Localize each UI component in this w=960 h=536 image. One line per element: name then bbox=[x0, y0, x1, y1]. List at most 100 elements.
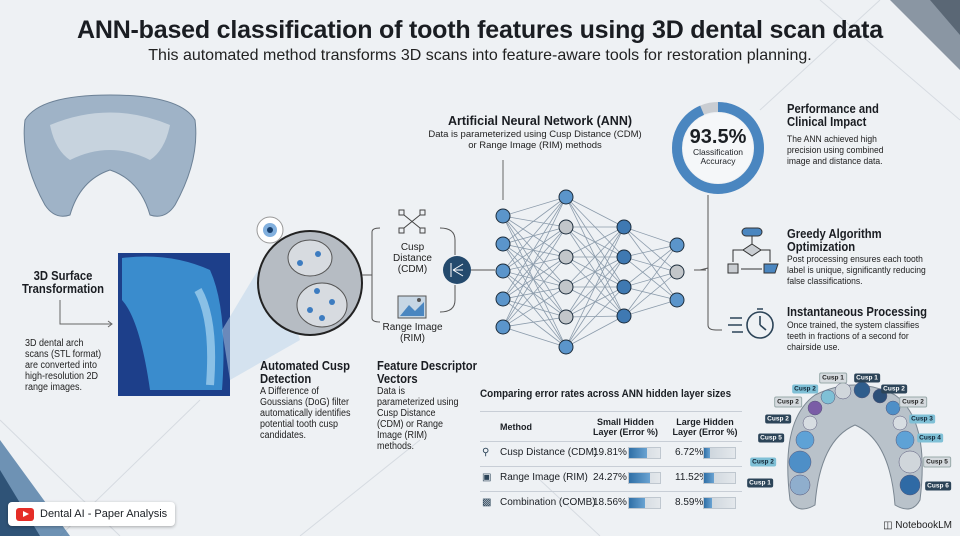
nn-node bbox=[558, 249, 574, 265]
upper-arch-scan-image bbox=[23, 94, 197, 217]
greedy-title: Greedy Algorithm Optimization bbox=[787, 227, 882, 254]
nn-node bbox=[669, 237, 685, 253]
brand-watermark: ◫ NotebookLM bbox=[883, 520, 952, 531]
nn-connection bbox=[502, 196, 567, 300]
nn-connection bbox=[565, 315, 625, 348]
instant-title: Instantaneous Processing bbox=[787, 305, 928, 319]
nn-node bbox=[558, 339, 574, 355]
instant-text: Once trained, the system classifies teet… bbox=[787, 320, 920, 353]
nn-connection bbox=[502, 215, 567, 288]
nn-connection bbox=[502, 243, 567, 258]
nn-connection bbox=[565, 226, 625, 348]
nn-connection bbox=[502, 196, 567, 245]
nodes-icon: ⚲ bbox=[482, 447, 490, 458]
cusp-distance-icon bbox=[398, 209, 426, 234]
cusp-label: Cusp 2 bbox=[881, 384, 907, 394]
stopwatch-icon bbox=[728, 308, 774, 339]
error-rate-table: Comparing error rates across ANN hidden … bbox=[480, 388, 750, 509]
bar-chart-icon: ▩ bbox=[482, 497, 492, 508]
accuracy-ring bbox=[672, 102, 764, 194]
greedy-text: Post processing ensures each tooth label… bbox=[787, 254, 926, 287]
nn-node bbox=[616, 219, 632, 235]
nn-connection bbox=[502, 256, 567, 300]
image-icon: ▣ bbox=[482, 472, 492, 483]
nn-connection bbox=[502, 316, 567, 328]
table-header: Method Small Hidden Layer (Error %) Larg… bbox=[480, 411, 742, 441]
cusp-label: Cusp 2 bbox=[792, 384, 818, 394]
nn-connection bbox=[502, 196, 567, 328]
nn-node bbox=[495, 236, 511, 252]
nn-connection bbox=[623, 256, 678, 301]
nn-node bbox=[616, 249, 632, 265]
nn-connection bbox=[565, 196, 625, 228]
nn-node bbox=[616, 308, 632, 324]
cusp-label: Cusp 5 bbox=[758, 433, 784, 443]
nn-node bbox=[669, 264, 685, 280]
small-error: 24.27% bbox=[593, 472, 627, 483]
cusp-label: Cusp 1 bbox=[854, 373, 880, 383]
nn-connection bbox=[502, 215, 567, 348]
nn-connection bbox=[502, 326, 567, 348]
nn-connection bbox=[502, 215, 567, 258]
nn-connection bbox=[502, 243, 567, 288]
col-small: Small Hidden Layer (Error %) bbox=[592, 416, 659, 437]
brand-name: NotebookLM bbox=[895, 520, 952, 531]
large-error-bar bbox=[703, 496, 736, 509]
nn-connection bbox=[565, 256, 625, 348]
nn-connection bbox=[502, 270, 567, 348]
youtube-icon bbox=[16, 507, 34, 521]
nn-node bbox=[495, 291, 511, 307]
nn-connection bbox=[502, 298, 567, 348]
neural-network-diagram bbox=[495, 189, 685, 355]
nn-connection bbox=[623, 226, 678, 246]
cusp-label: Cusp 3 bbox=[909, 414, 935, 424]
small-error-bar bbox=[628, 446, 661, 459]
nn-node bbox=[558, 309, 574, 325]
nn-connection bbox=[623, 244, 678, 258]
cdm-label: Cusp Distance (CDM) bbox=[393, 242, 432, 275]
nn-connection bbox=[565, 226, 625, 318]
surface-title: 3D Surface Transformation bbox=[22, 269, 104, 296]
nn-connection bbox=[623, 271, 678, 317]
nn-node bbox=[558, 189, 574, 205]
rim-label: Range Image (RIM) bbox=[382, 322, 443, 344]
cusp-label: Cusp 1 bbox=[819, 372, 847, 384]
nn-connection bbox=[565, 226, 625, 258]
cusp-detection-text: A Difference of Goussians (DoG) filter a… bbox=[260, 386, 351, 441]
nn-connection bbox=[502, 243, 567, 348]
page-subtitle: This automated method transforms 3D scan… bbox=[148, 47, 812, 64]
method-name: Range Image (RIM) bbox=[500, 472, 588, 483]
cusp-label: Cusp 2 bbox=[750, 457, 776, 467]
cusp-label: Cusp 2 bbox=[765, 414, 791, 424]
nn-node bbox=[616, 279, 632, 295]
nn-connection bbox=[502, 270, 567, 318]
nn-connection bbox=[502, 286, 567, 300]
nn-node bbox=[495, 208, 511, 224]
large-error-bar bbox=[703, 471, 736, 484]
nn-node bbox=[558, 279, 574, 295]
large-error: 8.59% bbox=[675, 497, 704, 508]
nn-connection bbox=[502, 215, 567, 228]
flowchart-icon bbox=[727, 227, 779, 274]
ann-text: Data is parameterized using Cusp Distanc… bbox=[428, 129, 642, 151]
nn-connection bbox=[502, 256, 567, 328]
nn-connection bbox=[623, 226, 678, 301]
nn-connection bbox=[502, 286, 567, 328]
nn-connection bbox=[502, 256, 567, 272]
cusp-label: Cusp 6 bbox=[925, 481, 951, 491]
nn-connection bbox=[623, 226, 678, 273]
small-error-bar bbox=[628, 471, 661, 484]
nn-connection bbox=[565, 226, 625, 288]
lower-arch-cusp-diagram bbox=[787, 381, 923, 510]
cusp-label: Cusp 2 bbox=[899, 396, 927, 408]
performance-text: The ANN achieved high precision using co… bbox=[787, 134, 884, 167]
nn-connection bbox=[623, 256, 678, 273]
nn-connection bbox=[502, 215, 567, 318]
page-title: ANN-based classification of tooth featur… bbox=[76, 16, 883, 44]
channel-badge[interactable]: Dental AI - Paper Analysis bbox=[8, 502, 176, 526]
cusp-label: Cusp 4 bbox=[917, 433, 943, 443]
method-name: Combination (COMB) bbox=[500, 497, 596, 508]
small-error: 18.56% bbox=[593, 497, 627, 508]
large-error: 11.52% bbox=[675, 472, 709, 483]
